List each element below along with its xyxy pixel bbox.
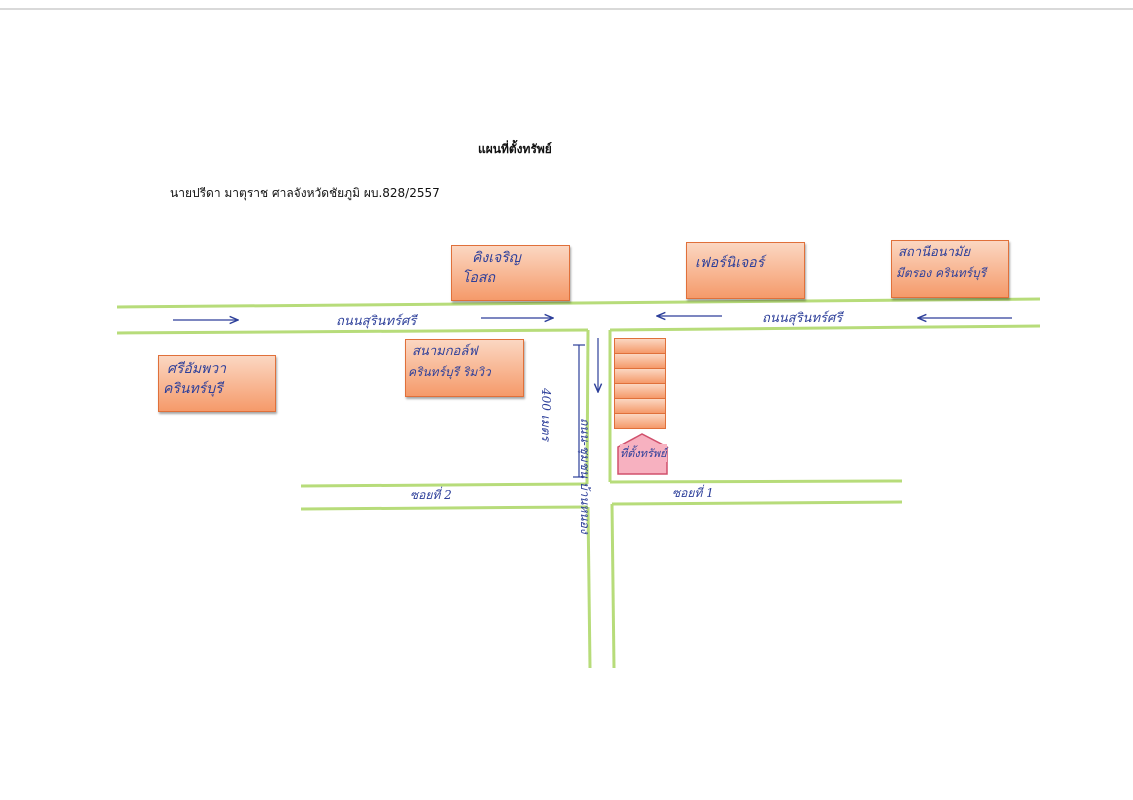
landmark-south-west-line2: ครินทร์บุรี [163,381,223,397]
landmark-south-mid-line2: ครินทร์บุรี ริมวิว [408,365,491,379]
soi1-south-edge [611,500,903,506]
landmark-north-1: คิงเจริญ โอสถ [451,245,570,301]
side-road-south-west-edge [586,506,592,669]
row-building-2 [614,353,666,369]
soi-1-label: ซอยที่ 1 [672,486,714,500]
soi2-south-edge [300,505,589,511]
main-road-north-edge [116,297,1041,309]
side-road-west-edge [585,329,590,485]
landmark-north-1-line2: โอสถ [462,270,495,286]
landmark-north-2-line1: เฟอร์นิเจอร์ [695,255,765,271]
row-building-6 [614,413,666,429]
landmark-north-3: สถานีอนามัย มีตรอง ครินทร์บุรี [891,240,1009,298]
page-edge [0,8,1133,10]
map-title: แผนที่ตั้งทรัพย์ [478,142,552,156]
landmark-north-3-line2: มีตรอง ครินทร์บุรี [896,266,987,280]
landmark-south-mid: สนามกอล์ฟ ครินทร์บุรี ริมวิว [405,339,524,397]
soi2-north-edge [300,482,588,488]
soi-2-label: ซอยที่ 2 [410,488,452,502]
main-road-label-east: ถนนสุรินทร์ศรี [762,311,843,326]
landmark-south-west-line1: ศรีอัมพวา [167,361,226,377]
main-road-label-west: ถนนสุรินทร์ศรี [336,314,417,329]
distance-label: 400 เมตร [539,388,553,441]
row-building-1 [614,338,666,354]
landmark-north-2: เฟอร์นิเจอร์ [686,242,805,299]
landmark-south-mid-line1: สนามกอล์ฟ [412,344,478,359]
side-road-label: ถนน-ชุมชน บ้านหนอง [578,418,592,534]
case-subtitle: นายปรีดา มาตุราช ศาลจังหวัดชัยภูมิ ผบ.82… [170,186,440,200]
row-building-4 [614,383,666,399]
soi1-north-edge [609,479,903,484]
row-building-5 [614,398,666,414]
row-building-3 [614,368,666,384]
main-road-south-edge-west [116,328,589,335]
main-road-south-edge-east [609,324,1041,332]
landmark-north-1-line1: คิงเจริญ [472,250,521,266]
property-label: ที่ตั้งทรัพย์ [620,444,667,462]
landmark-north-3-line1: สถานีอนามัย [898,245,971,260]
landmark-south-west: ศรีอัมพวา ครินทร์บุรี [158,355,276,412]
side-road-south-east-edge [610,503,616,669]
